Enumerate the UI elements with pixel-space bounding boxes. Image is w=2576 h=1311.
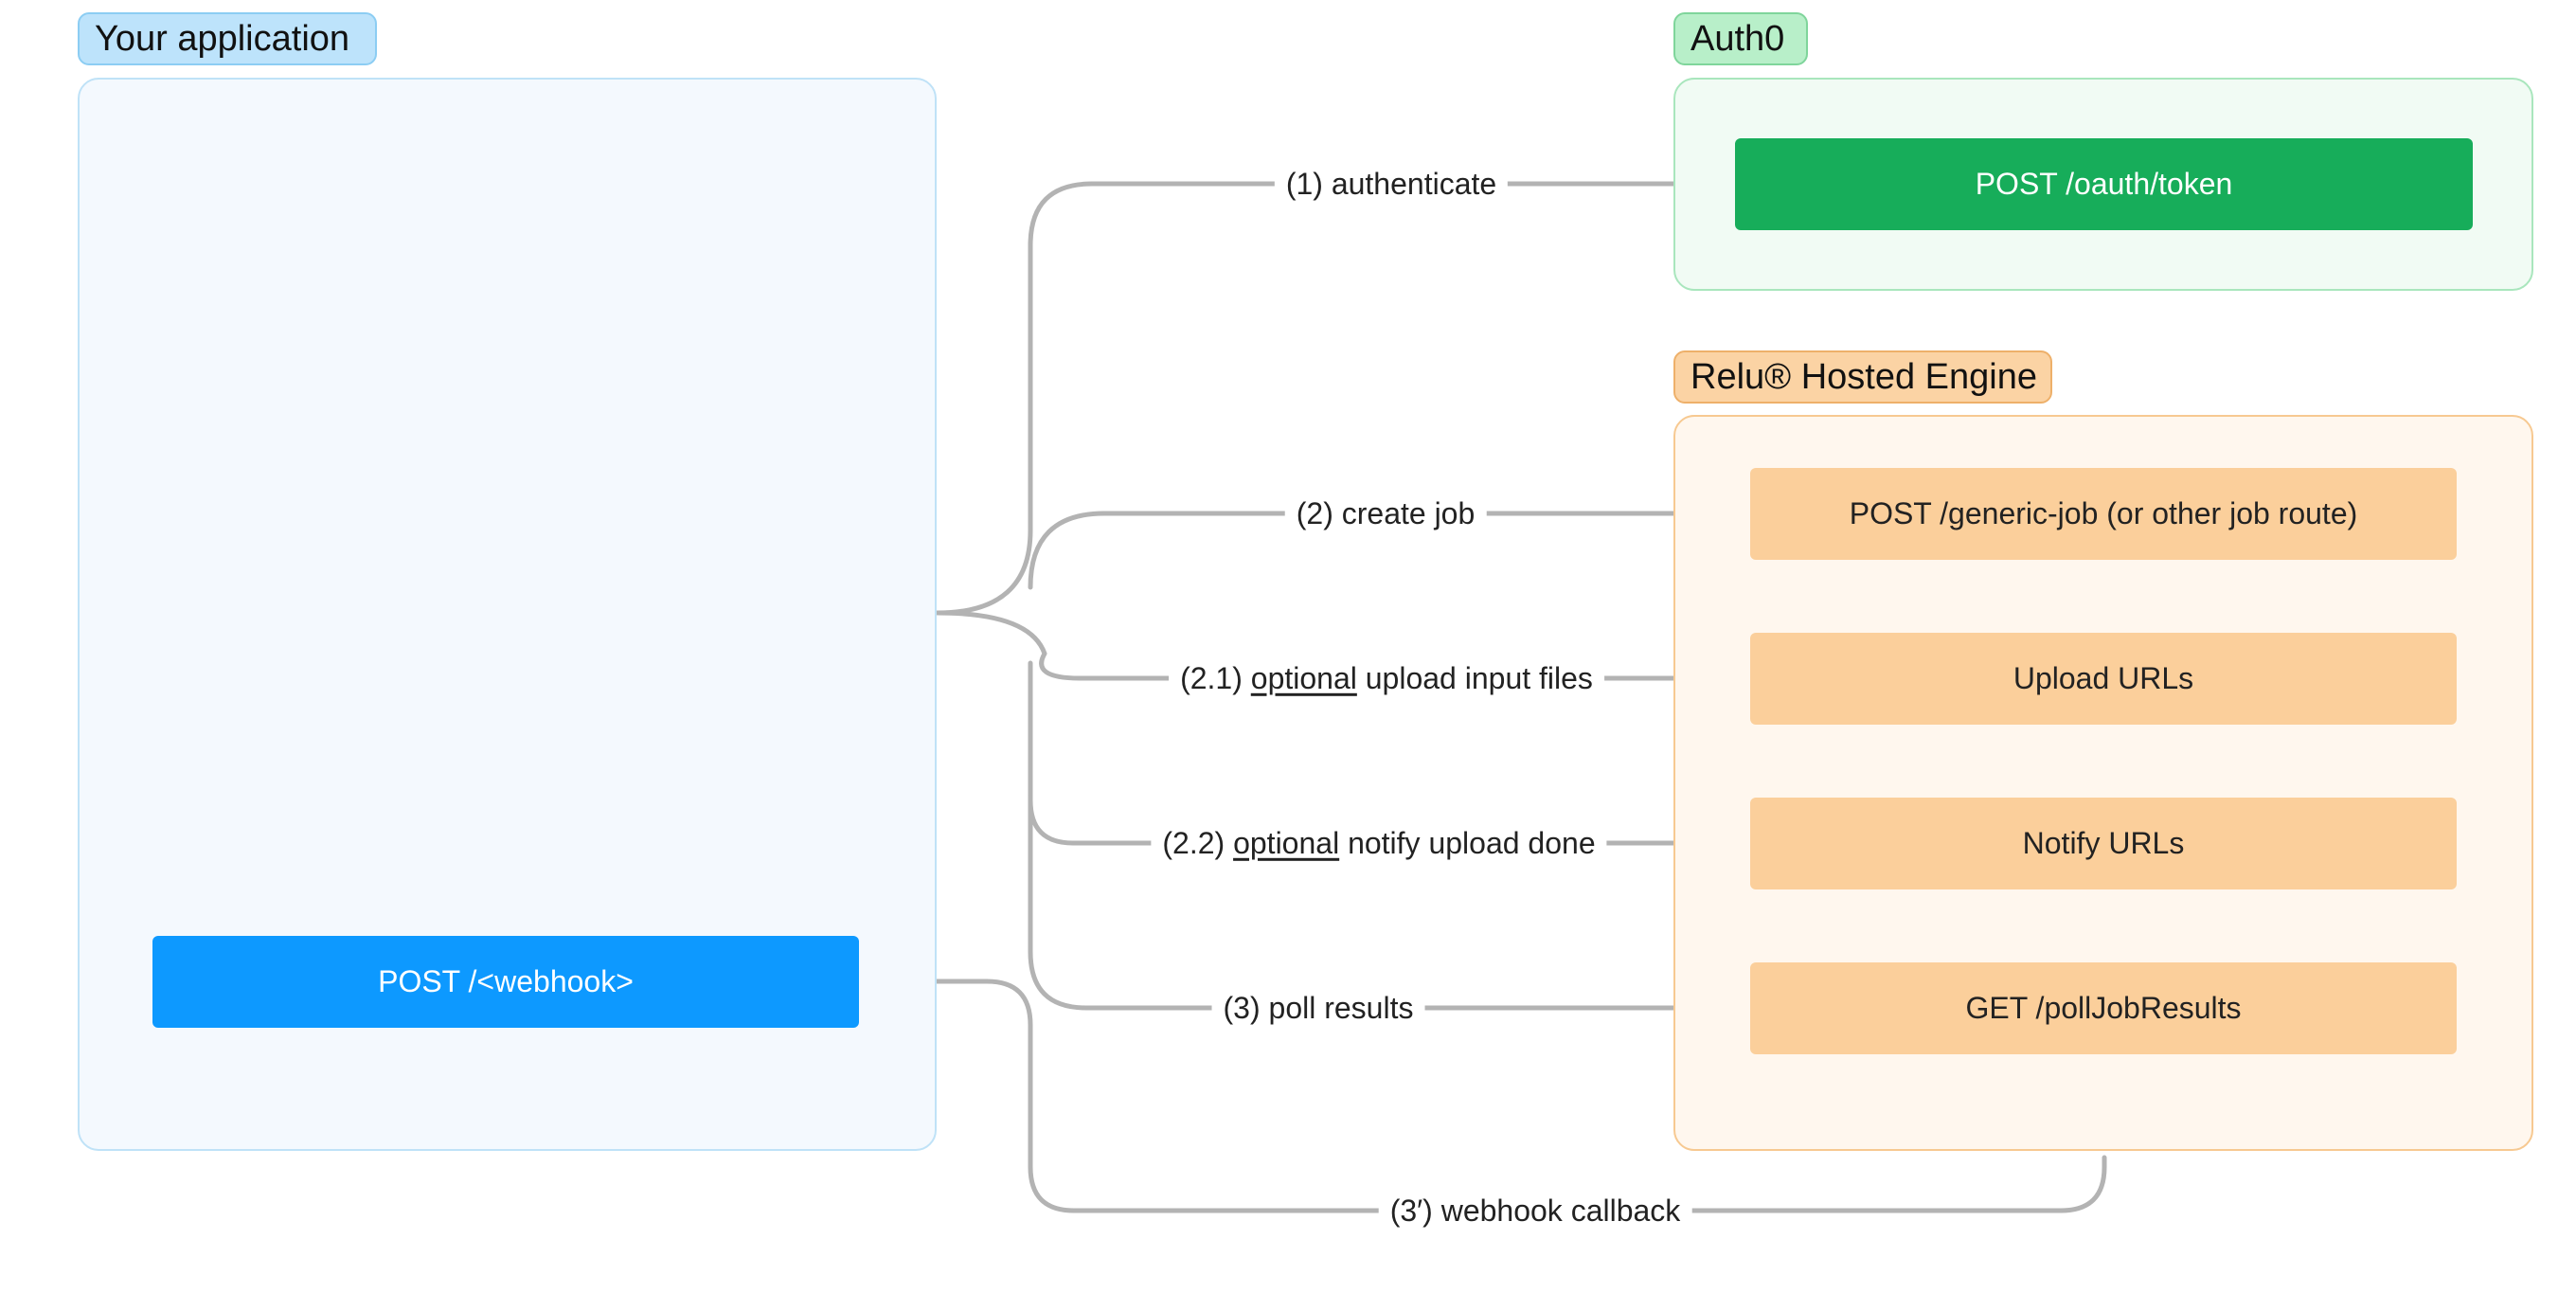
edge-label-upload-suffix: upload input files [1356, 660, 1593, 695]
edge-line-poll [1028, 793, 1731, 1011]
optional-marker: optional [1233, 825, 1340, 860]
edge-label-poll: (3) poll results [1211, 989, 1425, 1027]
edge-label-create-job: (2) create job [1284, 494, 1487, 532]
upload-urls-endpoint[interactable]: Upload URLs [1750, 633, 2457, 725]
notify-urls-endpoint[interactable]: Notify URLs [1750, 798, 2457, 889]
generic-job-endpoint[interactable]: POST /generic-job (or other job route) [1750, 468, 2457, 560]
edge-line-create-job [1028, 511, 1731, 590]
edge-line-upload [935, 610, 1731, 681]
edge-label-upload: (2.1) optional upload input files [1169, 659, 1604, 697]
auth0-group-title: Auth0 [1673, 12, 1808, 65]
edge-label-notify-prefix: (2.2) [1162, 825, 1234, 860]
edge-line-authenticate [935, 181, 1715, 616]
relu-group-title: Relu® Hosted Engine [1673, 350, 2052, 404]
webhook-endpoint[interactable]: POST /<webhook> [152, 936, 859, 1028]
oauth-token-endpoint[interactable]: POST /oauth/token [1735, 138, 2473, 230]
edge-line-webhook-callback [868, 979, 2107, 1213]
edge-label-webhook-callback: (3′) webhook callback [1378, 1192, 1692, 1230]
edge-label-upload-prefix: (2.1) [1180, 660, 1251, 695]
edge-label-authenticate: (1) authenticate [1274, 165, 1509, 203]
edge-label-notify: (2.2) optional notify upload done [1151, 824, 1607, 862]
edge-label-notify-suffix: notify upload done [1339, 825, 1596, 860]
poll-results-endpoint[interactable]: GET /pollJobResults [1750, 962, 2457, 1054]
optional-marker: optional [1250, 660, 1357, 695]
app-group-title: Your application [78, 12, 377, 65]
